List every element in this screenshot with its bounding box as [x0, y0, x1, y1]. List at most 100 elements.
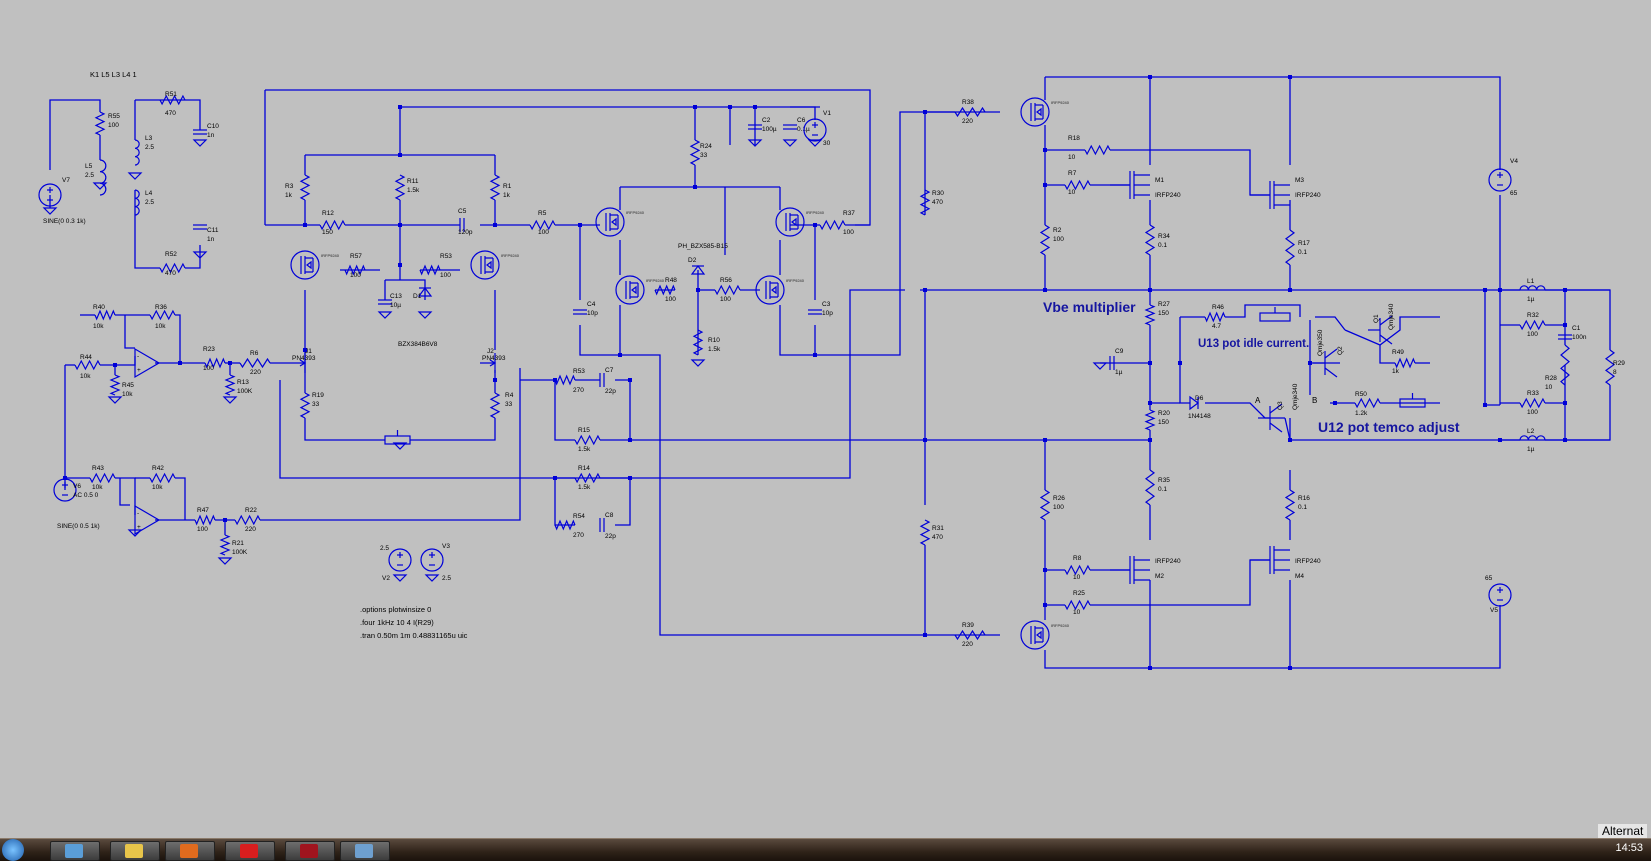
mosfet-m4[interactable]: [1250, 546, 1290, 574]
bjt-q1[interactable]: [1368, 315, 1393, 345]
diode-d1[interactable]: [417, 287, 433, 297]
voltage-source-v3[interactable]: [420, 548, 444, 572]
mosfet-q-input-left[interactable]: IRFP9240: [290, 250, 340, 280]
mosfet-q-driver-bottom[interactable]: IRFP9240: [1020, 620, 1070, 650]
jfet-j1[interactable]: [290, 353, 307, 373]
inductor-l5[interactable]: L52.5: [85, 159, 107, 196]
mosfet-q-vas-bot-right[interactable]: IRFP9240: [755, 275, 805, 305]
start-button[interactable]: [2, 839, 24, 861]
mosfet-q-driver-top[interactable]: IRFP9240: [1020, 97, 1070, 127]
taskbar-browser-button[interactable]: [165, 841, 215, 861]
mosfet-q-vas-top-left[interactable]: IRFP9240: [595, 207, 645, 237]
taskbar-windows-explorer-button[interactable]: [50, 841, 100, 861]
inductor-l4[interactable]: L42.5: [134, 189, 154, 216]
potentiometer-u11[interactable]: [384, 430, 411, 445]
taskbar-folder-button[interactable]: [110, 841, 160, 861]
potentiometer-u12[interactable]: [1399, 393, 1426, 408]
capacitor-c6[interactable]: C60.1µ: [783, 117, 810, 133]
mosfet-m3[interactable]: [1250, 181, 1290, 209]
inductor-l3[interactable]: L32.5: [134, 135, 154, 166]
potentiometer-u13[interactable]: [1259, 307, 1291, 322]
voltage-source-v2[interactable]: [388, 548, 412, 572]
bjt-q2[interactable]: [1313, 348, 1338, 378]
mosfet-m1[interactable]: [1110, 171, 1150, 199]
clock[interactable]: 14:53: [1615, 842, 1643, 854]
voltage-source-v6[interactable]: [53, 478, 77, 502]
taskbar-ltspice-button[interactable]: [285, 841, 335, 861]
opamp-u-input-2[interactable]: -+: [134, 504, 161, 536]
diode-d6[interactable]: [1189, 395, 1199, 411]
diode-d2[interactable]: [690, 265, 706, 275]
voltage-source-v1[interactable]: [803, 118, 827, 142]
taskbar-pdf-reader-button[interactable]: [225, 841, 275, 861]
mosfet-q-input-right[interactable]: IRFP9240: [470, 250, 520, 280]
bjt-q3[interactable]: [1258, 403, 1283, 433]
taskbar-misc-button[interactable]: [340, 841, 390, 861]
schematic-diagram[interactable]: R55100R51470R52470R31kR12150R111.5kR11kR…: [0, 0, 1651, 838]
voltage-source-v5[interactable]: [1488, 583, 1512, 607]
mosfet-q-vas-bot-left[interactable]: IRFP9240: [615, 275, 665, 305]
mosfet-q-vas-top-right[interactable]: IRFP9240: [775, 207, 825, 237]
